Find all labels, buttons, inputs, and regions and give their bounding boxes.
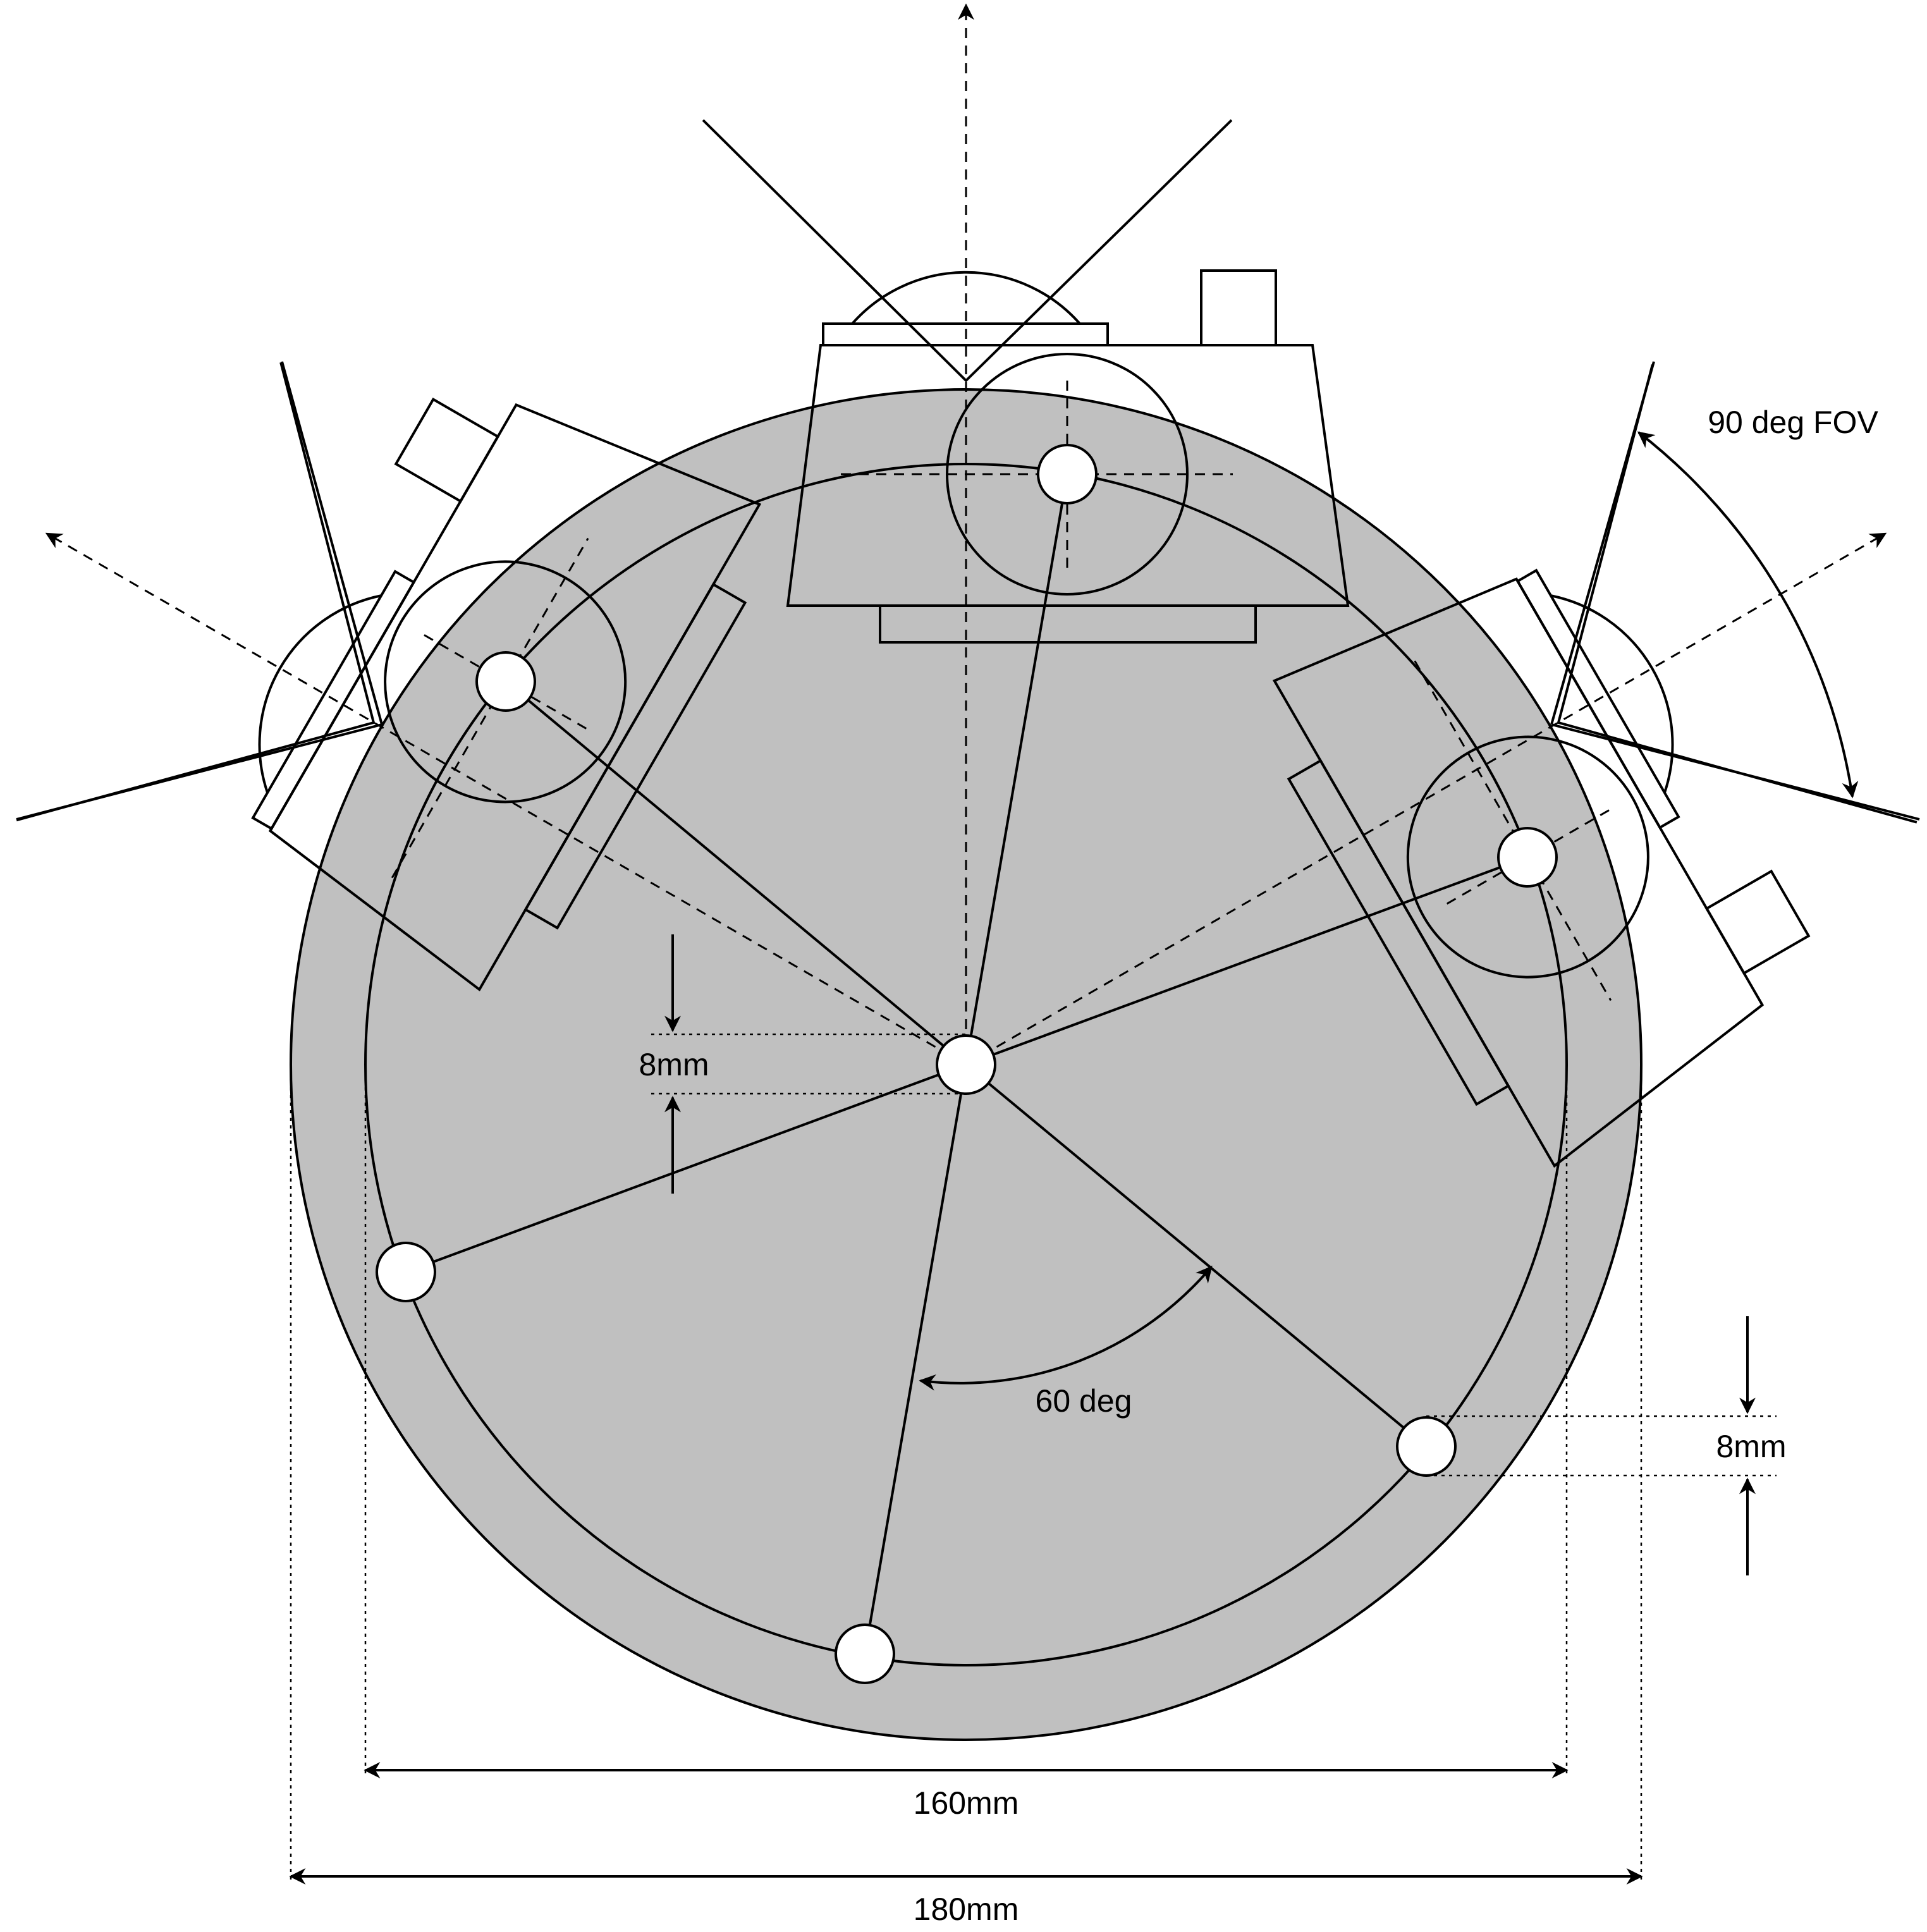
camera-left-body (268, 403, 762, 992)
camera-left (16, 362, 762, 992)
camera-right-connector (1704, 869, 1811, 975)
camera-right-body (1272, 577, 1765, 1168)
fov-label: 90 deg FOV (1708, 405, 1878, 440)
spacing-edge-label: 8mm (1716, 1429, 1787, 1464)
fov-boundary-lower (1551, 723, 1920, 821)
camera-top (702, 119, 1350, 644)
camera-top-connector (1200, 269, 1277, 346)
spokes (405, 474, 1528, 1654)
pad-center (936, 1034, 996, 1095)
pad-bottom (835, 1623, 895, 1684)
dimension-8mm-center (651, 934, 966, 1194)
camera-top-base (879, 604, 1257, 644)
fov-boundary-left-b (16, 723, 382, 821)
outer-diameter-label: 180mm (913, 1892, 1019, 1927)
pad-bottom-right (1396, 1416, 1457, 1477)
camera-top-body (786, 344, 1350, 607)
fov-boundary-upper (1550, 361, 1655, 725)
angle-label: 60 deg (1035, 1383, 1132, 1419)
camera-left-connector (394, 397, 500, 503)
pad-right (1497, 827, 1558, 888)
angle-60-arc (919, 1266, 1213, 1391)
camera-top-fov-lines (702, 119, 1233, 382)
pad-top (1037, 444, 1098, 504)
dimension-8mm-edge (1426, 1316, 1777, 1575)
inner-diameter-label: 160mm (913, 1785, 1019, 1821)
fov-90-arc (1637, 431, 1859, 798)
pad-left (475, 651, 536, 712)
spacing-center-label: 8mm (639, 1047, 709, 1082)
fov-boundary-left-a (281, 361, 383, 725)
pad-bottom-left (376, 1242, 436, 1302)
camera-top-lens-dome (851, 271, 1081, 325)
